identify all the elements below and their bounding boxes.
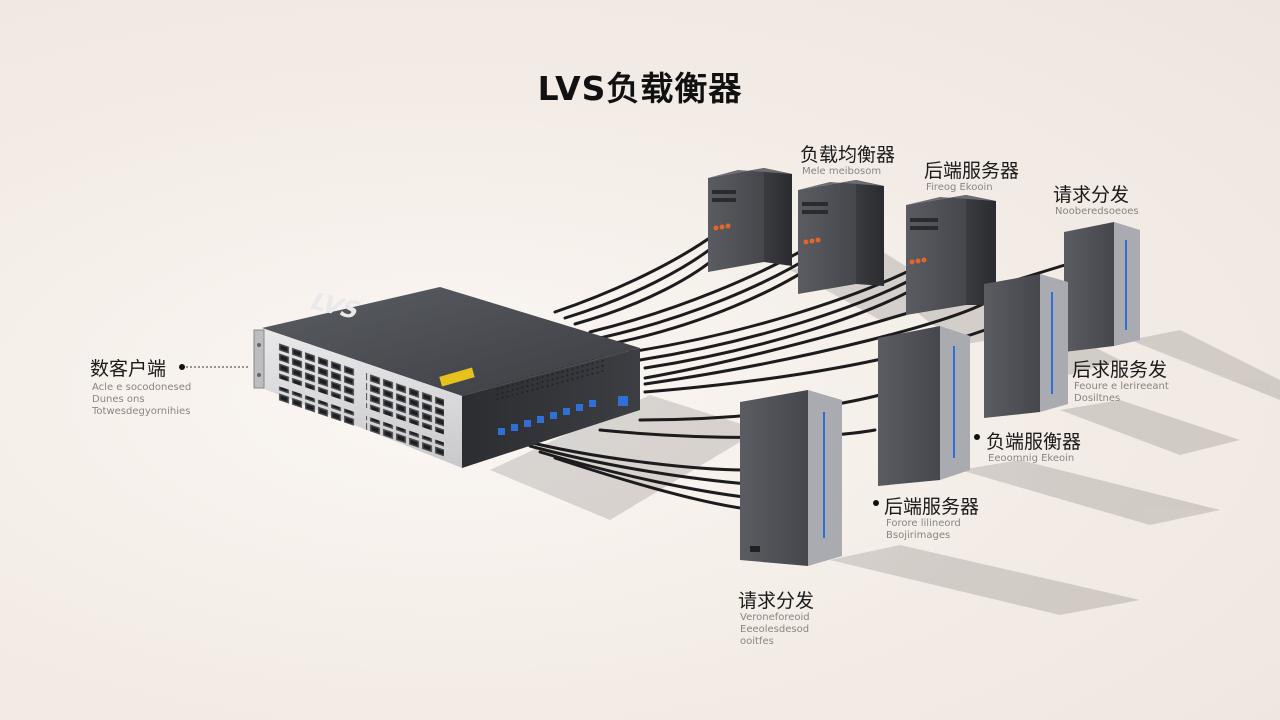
rack-ear-left — [253, 329, 265, 389]
node-label-4: 后求服务发 — [1072, 359, 1168, 381]
node-label-request-dispatch: 请求分发 — [1053, 184, 1130, 206]
node-caption: ooitfes — [740, 636, 774, 647]
client-label: 数客户端 — [90, 358, 167, 380]
lvs-right-side — [462, 348, 640, 468]
server-tower-6 — [878, 326, 970, 486]
client-caption-3: Totwesdegyornihies — [92, 406, 191, 417]
lvs-port-grid — [278, 342, 444, 457]
server-tower-1 — [708, 168, 792, 272]
lvs-blue-ports — [498, 400, 596, 435]
client-caption-1: Acle e socodonesed — [92, 382, 192, 393]
node-caption: Eeeolesdesod — [740, 624, 810, 635]
node-caption: Mele meibosom — [802, 166, 882, 177]
server-tower-2 — [798, 180, 884, 294]
lvs-vent — [495, 355, 605, 402]
lvs-top — [262, 287, 640, 396]
lvs-device: LVS — [253, 287, 640, 468]
page-title: LVS负载衡器 — [537, 69, 743, 108]
node-label-load-balancer: 负载均衡器 — [800, 144, 896, 166]
node-label-backend-server: 后端服务器 — [924, 160, 1020, 182]
node-caption: Eeoomnig Ekeoin — [988, 453, 1075, 464]
leader-dots — [179, 364, 980, 506]
server-tower-7 — [740, 390, 842, 566]
client-caption-2: Dunes ons — [92, 394, 145, 405]
node-caption: Fireog Ekooin — [926, 182, 993, 193]
status-led — [618, 396, 628, 406]
node-caption: Feoure e lerireeant — [1074, 381, 1169, 392]
server-tower-3 — [906, 195, 996, 315]
node-label-6: 后端服务器 — [884, 496, 980, 518]
warning-label — [439, 367, 475, 387]
server-tower-5 — [984, 274, 1068, 418]
node-caption: Dosiltnes — [1074, 393, 1121, 404]
node-label-7: 请求分发 — [738, 590, 815, 612]
node-caption: Nooberedsoeoes — [1055, 206, 1139, 217]
node-caption: Forore lilineord — [886, 518, 961, 529]
node-caption: Veroneforeoid — [740, 612, 810, 623]
node-caption: Bsojirimages — [886, 530, 951, 541]
node-label-5: 负端服衡器 — [986, 431, 1082, 453]
server-tower-4 — [1064, 222, 1140, 352]
